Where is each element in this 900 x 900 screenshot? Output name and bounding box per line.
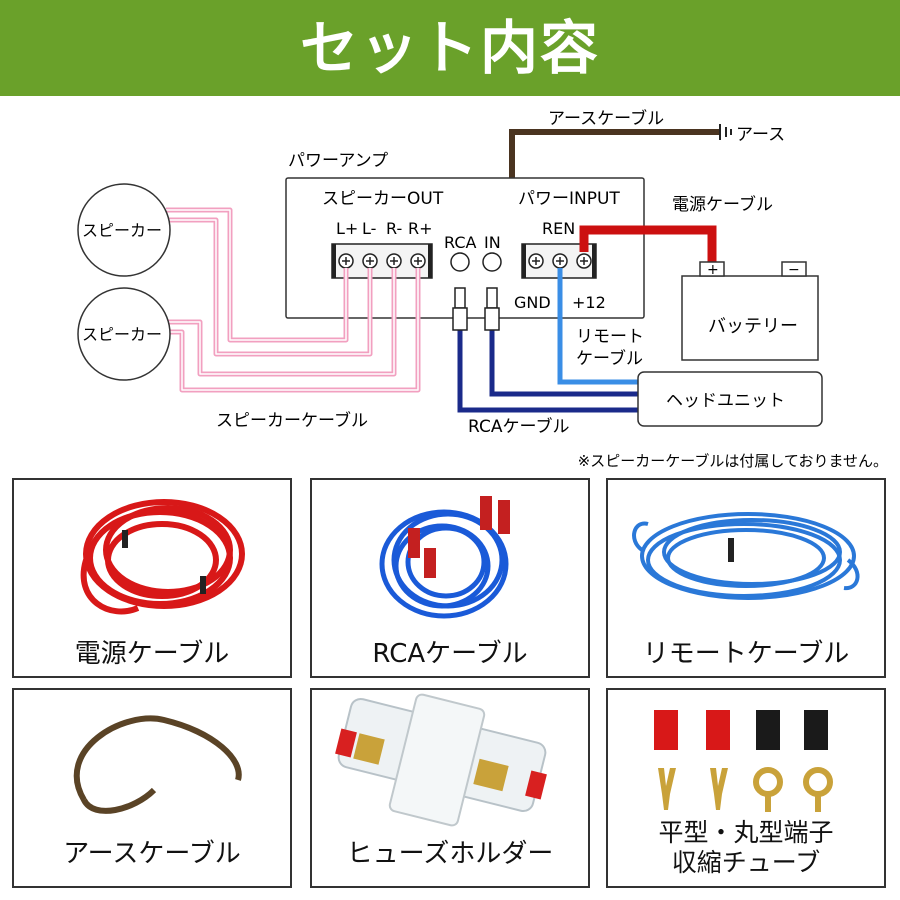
speaker-1-label: スピーカー: [82, 221, 162, 240]
rca-jack-label: RCA: [444, 233, 476, 252]
terminal-rp: R+: [408, 219, 433, 238]
red-coiled-cable-icon: [80, 499, 245, 615]
speaker-cables: [166, 207, 421, 393]
terminal-ren: REN: [542, 219, 575, 238]
item-card-earth-cable: アースケーブル: [12, 688, 292, 888]
item-card-remote-cable: リモートケーブル: [606, 478, 886, 678]
rca-jack-left: [450, 252, 470, 272]
rca-cable-label: RCAケーブル: [468, 416, 569, 437]
power-cable-label: 電源ケーブル: [672, 194, 773, 215]
item-card-terminals: 平型・丸型端子 収縮チューブ: [606, 688, 886, 888]
battery-icon: [681, 261, 819, 361]
terminal-lm: L-: [362, 219, 376, 238]
power-input-label: パワーINPUT: [518, 189, 620, 209]
page-title: セット内容: [299, 14, 600, 82]
terminals-and-tubes-icon: [654, 710, 833, 812]
battery-minus-label: −: [788, 262, 800, 278]
in-jack-label: IN: [484, 233, 501, 252]
terminal-plus12: +12: [572, 293, 606, 312]
remote-cable-wire: [557, 268, 638, 385]
terminal-gnd: GND: [514, 293, 551, 312]
speaker-terminal-block: [331, 243, 433, 279]
item-label-terminals-2: 収縮チューブ: [671, 848, 821, 877]
blue-rca-cable-icon: [379, 496, 510, 619]
earth-label: アース: [736, 125, 785, 145]
speaker-cable-label: スピーカーケーブル: [216, 410, 368, 431]
item-label-power-cable: 電源ケーブル: [74, 639, 230, 669]
speaker-2-label: スピーカー: [82, 325, 162, 344]
rca-jack-right: [482, 252, 502, 272]
terminal-lp: L+: [336, 219, 358, 238]
item-label-terminals-1: 平型・丸型端子: [658, 818, 834, 847]
battery-plus-label: +: [707, 262, 719, 278]
item-card-power-cable: 電源ケーブル: [12, 478, 292, 678]
head-unit-label: ヘッドユニット: [666, 391, 785, 411]
remote-cable-label-2: ケーブル: [576, 348, 643, 369]
rca-cables: [457, 330, 638, 413]
speaker-out-label: スピーカーOUT: [322, 189, 444, 209]
fuse-holder-icon: [335, 693, 547, 827]
earth-cable-label: アースケーブル: [548, 108, 664, 129]
head-unit-box: [637, 371, 823, 427]
item-label-remote-cable: リモートケーブル: [642, 639, 850, 669]
speaker-cable-note: ※スピーカーケーブルは付属しておりません。: [578, 452, 888, 470]
brown-cable-icon: [73, 715, 242, 814]
wiring-diagram: アースケーブル アース パワーアンプ スピーカーOUT パワーINPUT L+ …: [77, 108, 888, 470]
header-banner: [0, 0, 900, 96]
speaker-1-icon: [77, 183, 171, 277]
earth-ground-icon: [719, 124, 732, 140]
item-card-rca-cable: RCAケーブル: [310, 478, 590, 678]
amplifier-label: パワーアンプ: [288, 151, 388, 171]
rca-plugs: [452, 287, 500, 331]
terminal-rm: R-: [386, 219, 402, 238]
blue-coiled-wire-icon: [632, 512, 860, 600]
item-label-earth-cable: アースケーブル: [63, 839, 241, 869]
speaker-2-icon: [77, 287, 171, 381]
remote-cable-label-1: リモート: [576, 327, 644, 347]
battery-label: バッテリー: [708, 316, 798, 337]
item-label-fuse-holder: ヒューズホルダー: [346, 839, 554, 869]
item-card-fuse-holder: ヒューズホルダー: [310, 688, 590, 888]
power-cable-wire: [579, 225, 717, 262]
item-label-rca-cable: RCAケーブル: [372, 639, 528, 669]
